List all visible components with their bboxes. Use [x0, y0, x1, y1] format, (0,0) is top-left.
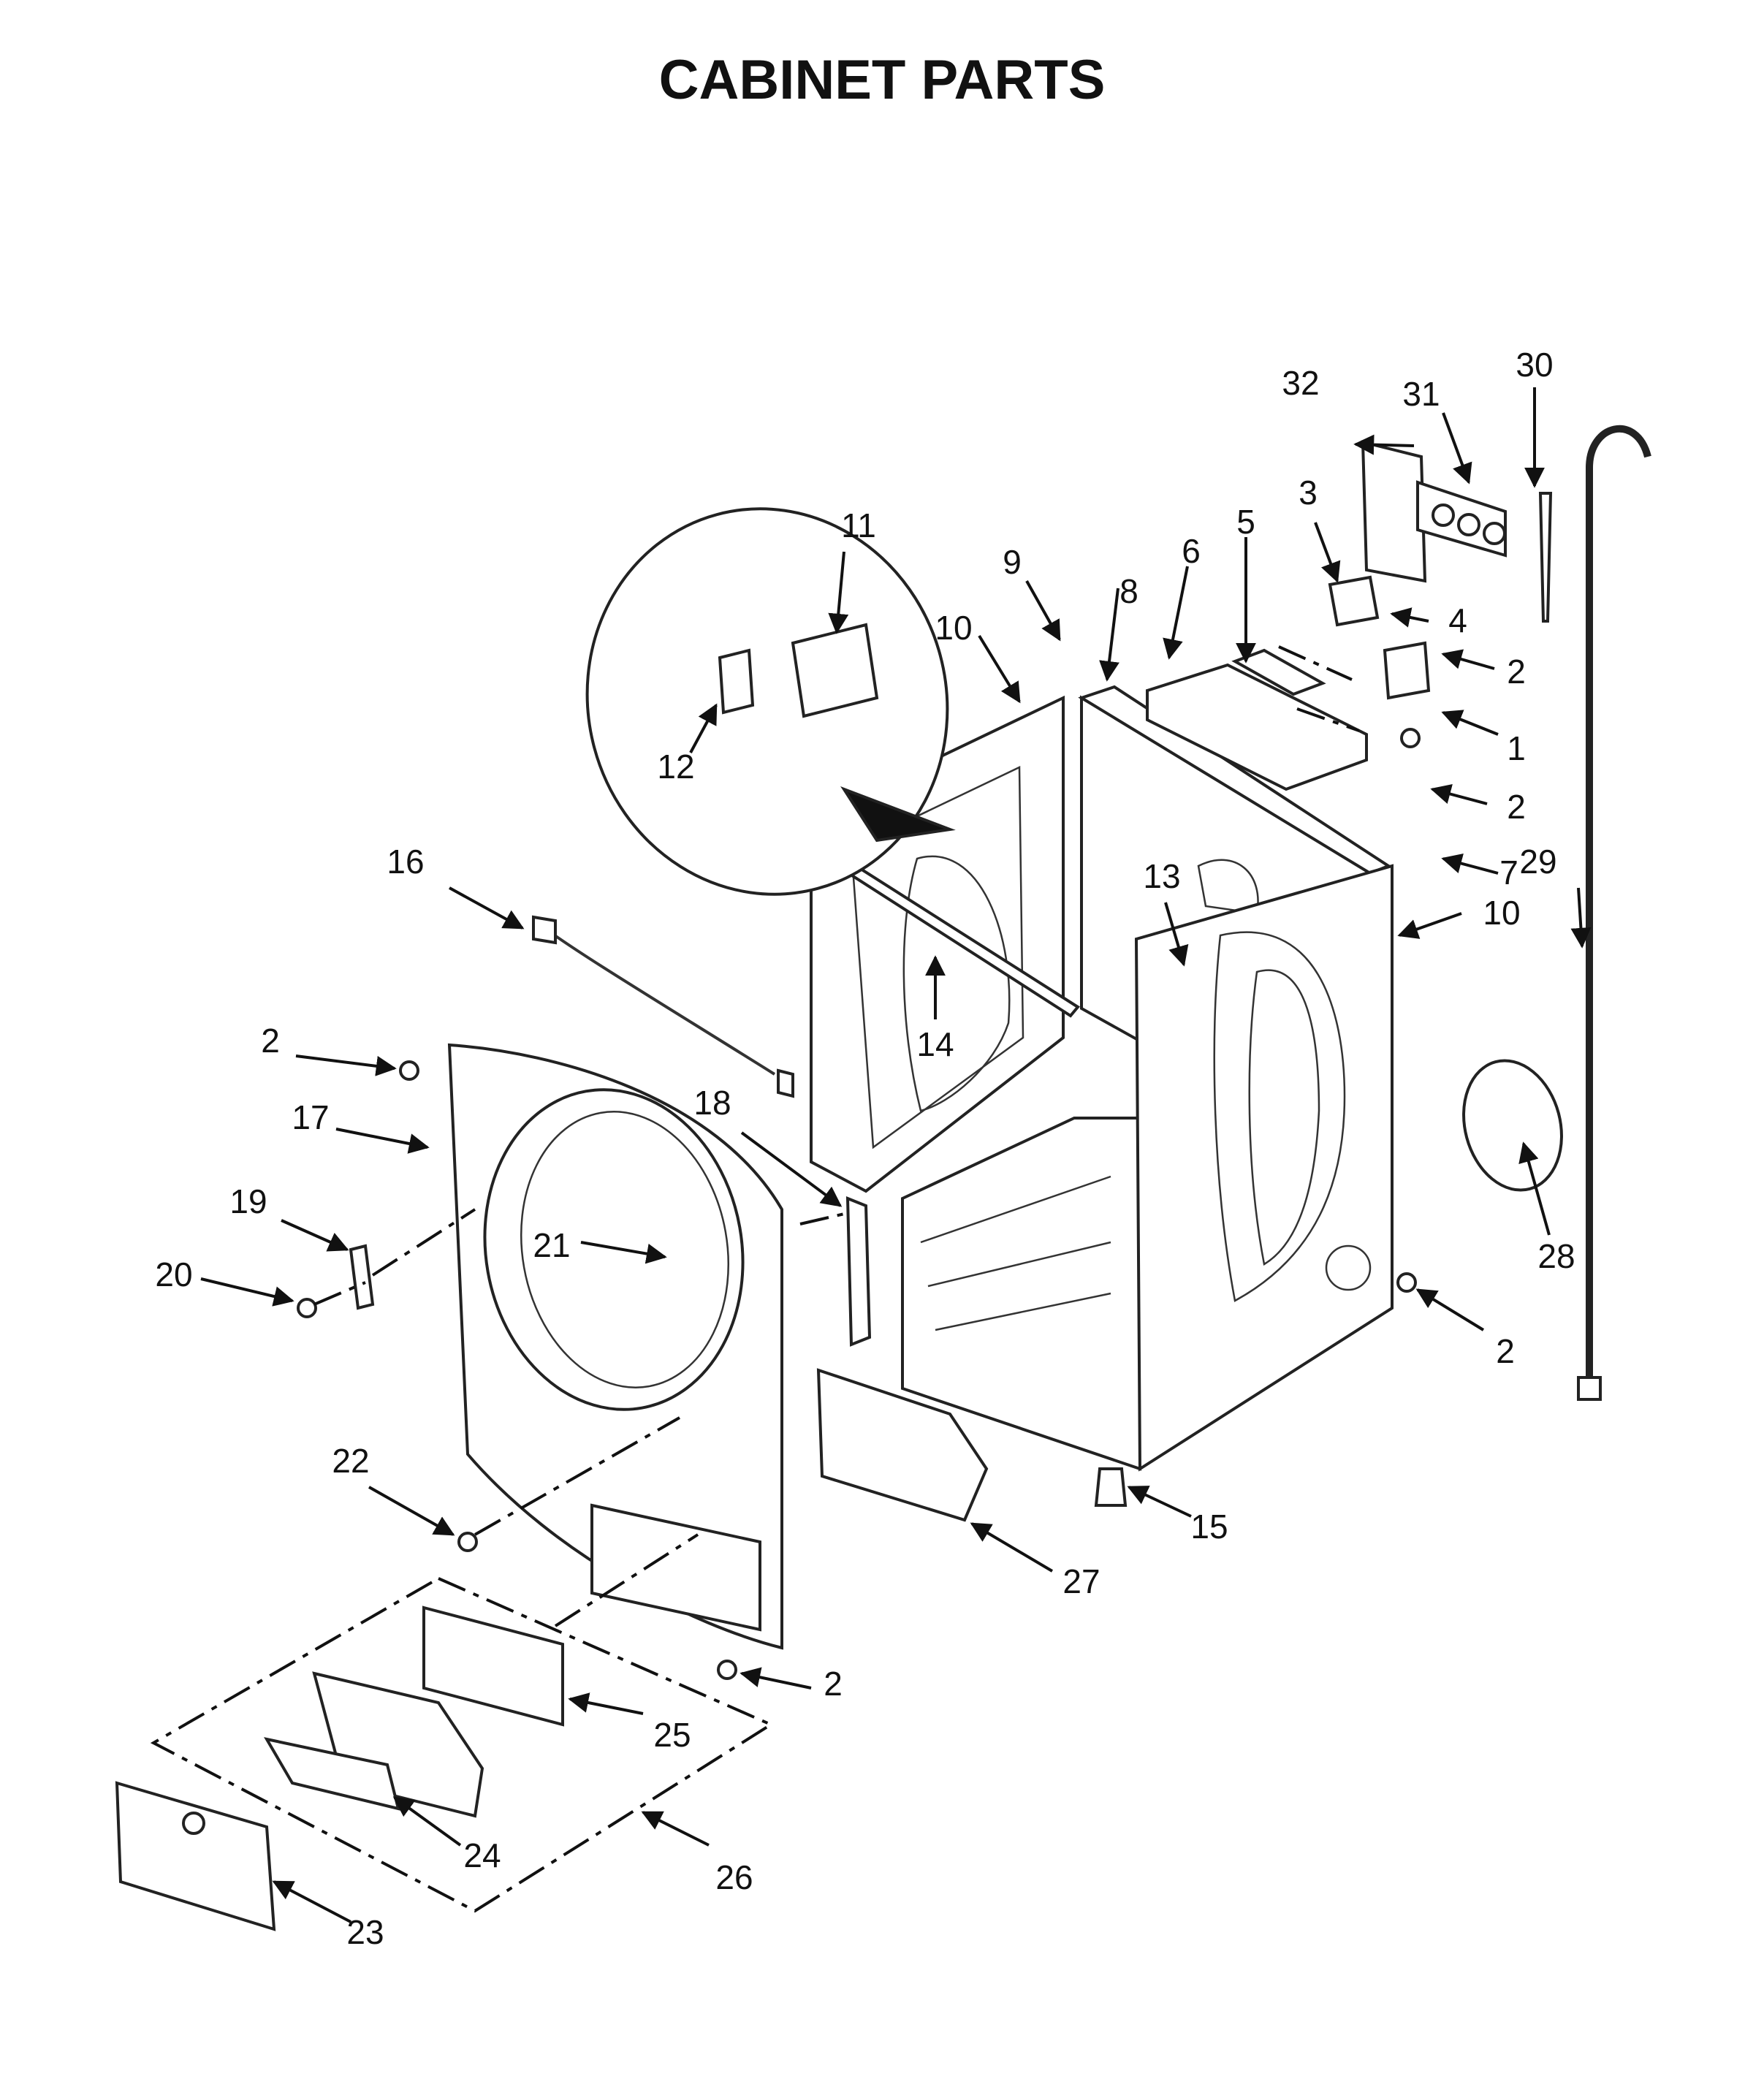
callout-29: 29 — [1519, 843, 1556, 881]
callout-20: 20 — [155, 1255, 192, 1293]
callout-26: 26 — [715, 1858, 753, 1896]
callout-17: 17 — [292, 1098, 329, 1136]
callout-14: 14 — [916, 1025, 954, 1063]
callout-28: 28 — [1537, 1237, 1575, 1275]
callout-3: 3 — [1299, 474, 1318, 512]
callout-23: 23 — [346, 1913, 384, 1951]
front-panel — [297, 728, 1563, 1680]
callout-2: 2 — [1507, 788, 1526, 826]
callout-1: 1 — [1507, 729, 1526, 767]
callout-27: 27 — [1062, 1562, 1100, 1600]
callout-5: 5 — [1236, 503, 1255, 541]
callout-7: 7 — [1499, 854, 1518, 892]
callout-11: 11 — [841, 506, 876, 544]
callout-21: 21 — [533, 1226, 570, 1264]
callout-2: 2 — [261, 1022, 280, 1060]
callout-4: 4 — [1448, 601, 1467, 639]
cabinet-assembly — [810, 685, 1394, 1472]
callout-6: 6 — [1182, 532, 1201, 570]
callout-15: 15 — [1190, 1508, 1228, 1546]
callout-2: 2 — [824, 1665, 843, 1703]
callout-31: 31 — [1402, 375, 1440, 413]
callout-10: 10 — [935, 609, 972, 647]
callout-22: 22 — [332, 1442, 369, 1480]
callout-9: 9 — [1003, 543, 1022, 581]
callout-25: 25 — [653, 1716, 691, 1754]
control-parts — [1146, 425, 1651, 1401]
callout-labels: 1 2 2 2 2 2 3 4 5 6 7 8 9 10 10 11 12 13… — [155, 346, 1575, 1951]
callout-32: 32 — [1282, 364, 1319, 402]
callout-19: 19 — [229, 1182, 267, 1220]
callout-18: 18 — [693, 1084, 731, 1122]
callout-10: 10 — [1483, 894, 1520, 932]
callout-30: 30 — [1516, 346, 1553, 384]
control-board-inset — [585, 507, 956, 896]
diagram-title: CABINET PARTS — [659, 49, 1106, 111]
callout-12: 12 — [657, 748, 694, 786]
leader-lines — [200, 387, 1592, 1923]
callout-2: 2 — [1507, 653, 1526, 691]
callout-13: 13 — [1143, 857, 1180, 895]
callout-24: 24 — [463, 1836, 501, 1874]
callout-8: 8 — [1119, 572, 1138, 610]
callout-2: 2 — [1496, 1332, 1515, 1370]
callout-16: 16 — [387, 843, 424, 881]
